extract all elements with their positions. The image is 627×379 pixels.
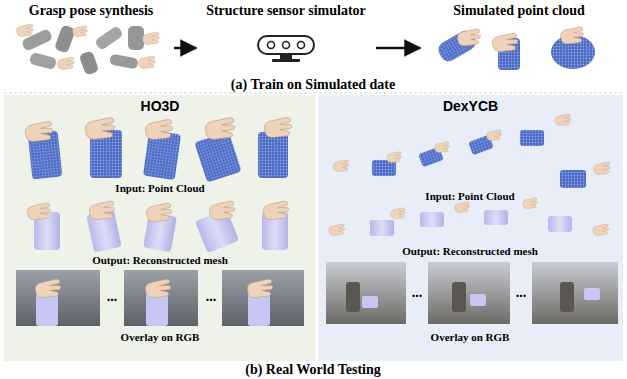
- flow-arrow: [376, 47, 420, 50]
- stage-block: Grasp pose synthesis: [8, 2, 174, 78]
- row-label: Overlay on RGB: [121, 331, 200, 344]
- stage-block: Simulated point cloud: [420, 2, 618, 78]
- subfigure-caption: (a) Train on Simulated date: [231, 77, 395, 93]
- ellipsis: ...: [412, 286, 423, 299]
- row-label: Output: Reconstructed mesh: [92, 254, 228, 267]
- flow-arrow: [174, 47, 196, 50]
- subfigure-caption: (b) Real World Testing: [245, 362, 381, 378]
- node-title: Simulated point cloud: [420, 3, 618, 19]
- stage-block: Structure sensor simulator: [196, 2, 376, 78]
- ellipsis: ...: [107, 290, 118, 303]
- ellipsis: ...: [516, 286, 527, 299]
- node-title: Grasp pose synthesis: [8, 3, 174, 19]
- node-title: Structure sensor simulator: [196, 3, 376, 19]
- row-label: Input: Point Cloud: [425, 190, 514, 203]
- row-label: Input: Point Cloud: [115, 182, 204, 195]
- dataset-panel: HO3D: [4, 95, 316, 361]
- node-title: HO3D: [4, 98, 316, 114]
- row-label: Output: Reconstructed mesh: [402, 245, 538, 258]
- ellipsis: ...: [206, 290, 217, 303]
- node-title: DexYCB: [318, 98, 623, 114]
- row-label: Overlay on RGB: [431, 331, 510, 344]
- dataset-panel: DexYCB: [318, 95, 623, 361]
